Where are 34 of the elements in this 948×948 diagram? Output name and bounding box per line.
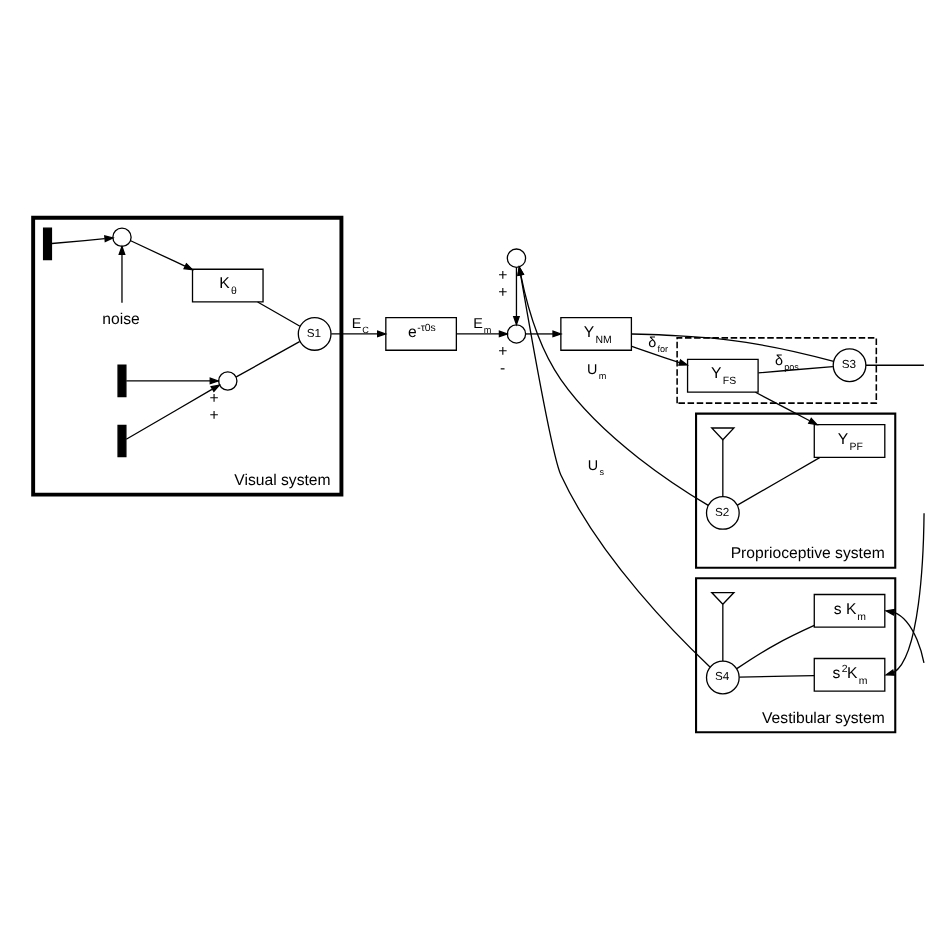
connector — [865, 363, 925, 365]
node-circle — [506, 247, 527, 267]
connector — [630, 332, 835, 361]
arrow — [125, 383, 221, 439]
arrow — [130, 239, 195, 270]
connector — [722, 438, 724, 497]
arrow — [631, 344, 690, 365]
node-circle — [112, 226, 132, 247]
arrow — [884, 607, 925, 663]
arrow — [512, 265, 521, 326]
arrow — [125, 376, 221, 384]
connector — [738, 673, 815, 677]
node-bar — [117, 363, 127, 397]
arrow — [330, 329, 388, 337]
arrow — [884, 511, 925, 675]
arrow — [525, 329, 563, 337]
connector — [757, 364, 834, 373]
node-circle — [217, 370, 238, 390]
connector — [722, 602, 724, 661]
arrow — [517, 264, 711, 667]
arrow — [118, 243, 126, 303]
node-bar — [42, 226, 53, 260]
node-circle — [506, 323, 527, 343]
connector — [736, 455, 821, 505]
node-ground — [710, 590, 736, 605]
node-bar — [117, 423, 127, 457]
arrow — [517, 264, 709, 505]
arrow — [455, 329, 510, 337]
connector — [736, 623, 815, 669]
connector — [235, 339, 301, 377]
connector — [256, 300, 301, 326]
arrow — [51, 234, 115, 244]
arrow — [754, 390, 819, 425]
node-ground — [710, 426, 736, 440]
